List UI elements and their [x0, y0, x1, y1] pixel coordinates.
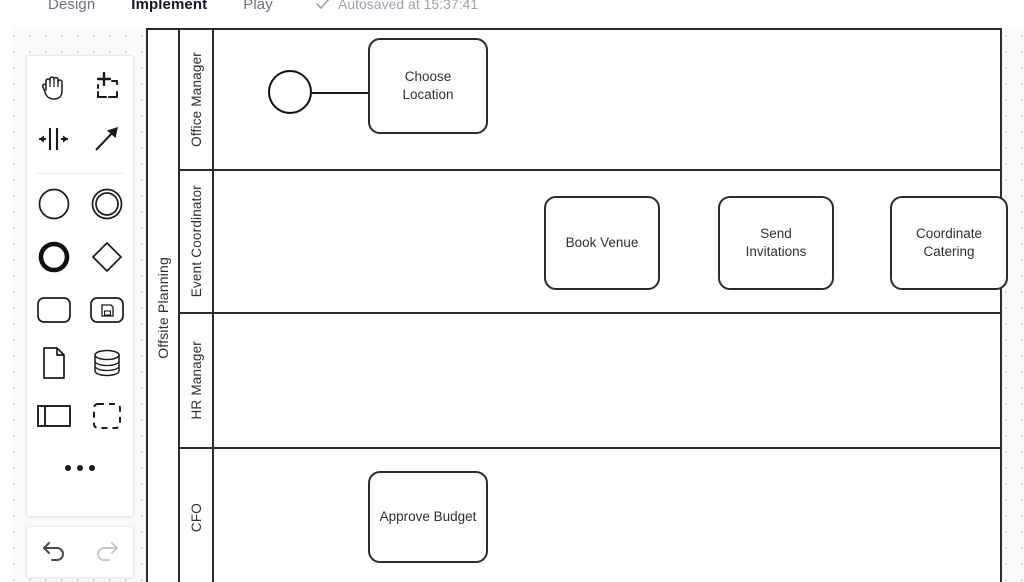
palette-tools-group: [27, 56, 133, 491]
database-icon: [91, 347, 123, 384]
hand-icon: [39, 70, 69, 107]
lane-body-hr-manager[interactable]: [214, 314, 1000, 447]
canvas-top-gutter: [0, 22, 1024, 28]
circle-thick-icon: [37, 240, 71, 279]
undo-icon: [40, 538, 68, 567]
tab-implement[interactable]: Implement: [131, 0, 208, 13]
lane-cfo[interactable]: CFO Approve Budget: [180, 449, 1000, 582]
ellipsis-icon: [65, 465, 95, 471]
lane-office-manager[interactable]: Office Manager Choose Location: [180, 30, 1000, 171]
subprocess-shape[interactable]: [80, 286, 133, 339]
hand-tool[interactable]: [27, 62, 80, 115]
tab-design[interactable]: Design: [48, 0, 96, 13]
lane-body-cfo[interactable]: Approve Budget: [214, 449, 1000, 582]
shape-palette: [26, 55, 134, 517]
diagram-canvas[interactable]: Offsite Planning Office Manager Choose L: [0, 22, 1024, 582]
data-store-shape[interactable]: [80, 339, 133, 392]
rounded-rectangle-save-icon: [89, 296, 125, 329]
lane-title: HR Manager: [188, 341, 204, 420]
lane-header-cfo[interactable]: CFO: [180, 449, 214, 582]
marquee-select-icon: [92, 71, 122, 106]
redo-icon: [93, 538, 121, 567]
canvas-left-gutter: [0, 22, 12, 582]
lane-header-office-manager[interactable]: Office Manager: [180, 30, 214, 169]
document-icon: [40, 346, 68, 385]
lane-list: Office Manager Choose Location Even: [180, 30, 1008, 582]
lane-divider-tool[interactable]: [27, 115, 80, 168]
autosave-status: Autosaved at 15:37:41: [315, 0, 478, 22]
lane-header-hr-manager[interactable]: HR Manager: [180, 314, 214, 447]
lane-header-event-coordinator[interactable]: Event Coordinator: [180, 171, 214, 312]
more-options-button[interactable]: [27, 445, 133, 491]
redo-button[interactable]: [85, 530, 129, 574]
top-tab-bar: Design Implement Play Autosaved at 15:37…: [0, 0, 1024, 22]
lane-hr-manager[interactable]: HR Manager: [180, 314, 1000, 449]
circle-thin-icon: [37, 187, 71, 226]
autosave-text: Autosaved at 15:37:41: [338, 0, 479, 12]
palette-divider: [36, 173, 124, 174]
task-coordinate-catering[interactable]: Coordinate Catering: [890, 196, 1008, 290]
gateway-shape[interactable]: [80, 233, 133, 286]
lane-body-office-manager[interactable]: Choose Location: [214, 30, 1000, 169]
split-horizontal-icon: [37, 126, 71, 157]
tab-list: Design Implement Play: [30, 0, 291, 22]
pool-header[interactable]: Offsite Planning: [148, 30, 180, 582]
task-approve-budget[interactable]: Approve Budget: [368, 471, 488, 563]
lane-title: Office Manager: [188, 52, 204, 147]
diamond-icon: [90, 240, 124, 279]
check-icon: [315, 0, 331, 12]
task-shape[interactable]: [27, 286, 80, 339]
pool-shape[interactable]: [27, 392, 80, 445]
start-event[interactable]: [268, 70, 312, 114]
end-event-shape[interactable]: [27, 233, 80, 286]
intermediate-event-shape[interactable]: [80, 180, 133, 233]
rounded-rectangle-icon: [36, 296, 72, 329]
task-send-invitations[interactable]: Send Invitations: [718, 196, 834, 290]
undo-button[interactable]: [32, 530, 76, 574]
lane-event-coordinator[interactable]: Event Coordinator Book Venue Send Invita…: [180, 171, 1008, 314]
tab-play[interactable]: Play: [243, 0, 273, 13]
group-shape[interactable]: [80, 392, 133, 445]
connector-tool[interactable]: [80, 115, 133, 168]
pool-offsite-planning[interactable]: Offsite Planning Office Manager Choose L: [146, 28, 1008, 582]
history-panel: [26, 526, 134, 578]
lane-title: Event Coordinator: [188, 185, 204, 298]
pool-title: Offsite Planning: [155, 257, 171, 359]
lane-body-event-coordinator[interactable]: Book Venue Send Invitations Coordinate C…: [214, 171, 1008, 312]
marquee-select-tool[interactable]: [80, 62, 133, 115]
lane-title: CFO: [188, 502, 204, 533]
data-object-shape[interactable]: [27, 339, 80, 392]
arrow-diagonal-icon: [92, 124, 122, 159]
task-choose-location[interactable]: Choose Location: [368, 38, 488, 134]
dashed-group-icon: [91, 401, 123, 436]
circle-double-icon: [90, 187, 124, 226]
start-event-shape[interactable]: [27, 180, 80, 233]
pool-lane-icon: [36, 403, 72, 434]
task-book-venue[interactable]: Book Venue: [544, 196, 660, 290]
